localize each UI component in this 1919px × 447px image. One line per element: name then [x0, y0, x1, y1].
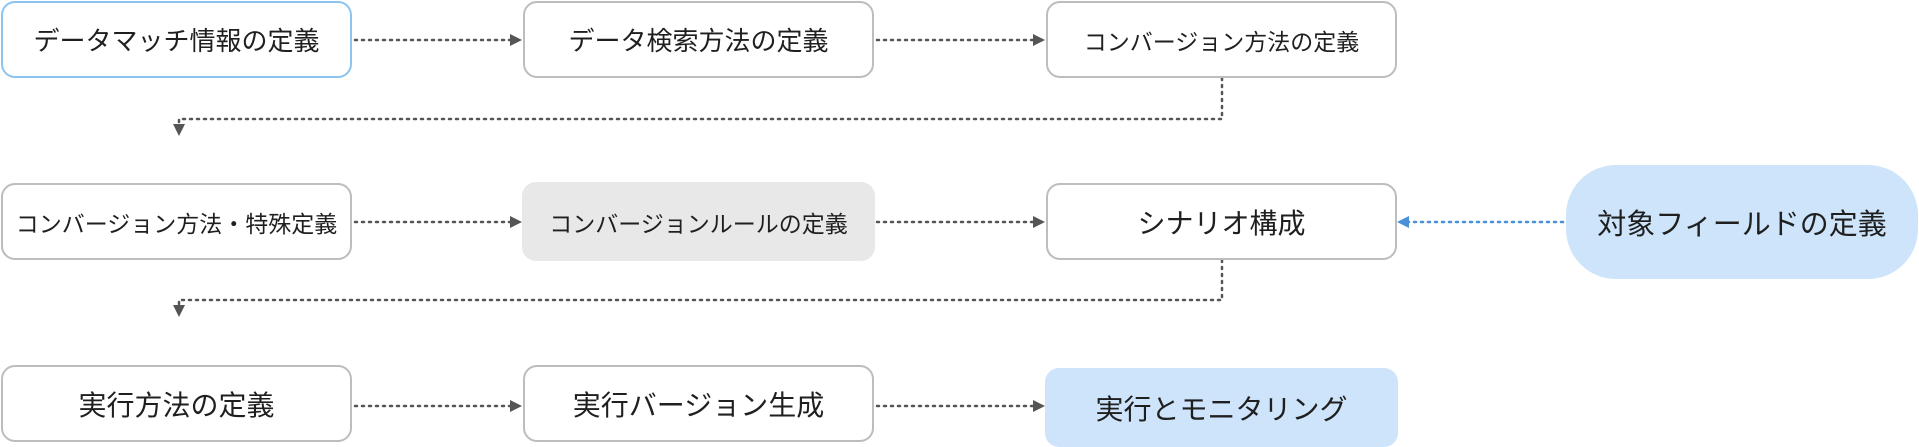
node-scenario[interactable]: シナリオ構成: [1046, 183, 1397, 260]
node-execution-monitoring-label: 実行とモニタリング: [1095, 392, 1348, 426]
node-execution-version[interactable]: 実行バージョン生成: [523, 365, 874, 442]
node-execution-method[interactable]: 実行方法の定義: [1, 365, 352, 442]
node-data-match-label: データマッチ情報の定義: [33, 27, 320, 57]
node-target-field-label: 対象フィールドの定義: [1597, 207, 1887, 241]
connector-conversion-to-special: [173, 76, 1224, 136]
node-execution-version-label: 実行バージョン生成: [572, 388, 825, 422]
node-conversion-special-label: コンバージョン方法・特殊定義: [15, 211, 338, 238]
node-conversion-method-label: コンバージョン方法の定義: [1083, 29, 1360, 56]
node-target-field[interactable]: 対象フィールドの定義: [1566, 165, 1918, 279]
node-execution-method-label: 実行方法の定義: [78, 388, 275, 422]
node-execution-monitoring[interactable]: 実行とモニタリング: [1045, 368, 1398, 447]
node-data-search-label: データ検索方法の定義: [568, 27, 829, 57]
node-conversion-method[interactable]: コンバージョン方法の定義: [1046, 1, 1397, 78]
connector-scenario-to-execution: [173, 258, 1224, 317]
node-conversion-rule-label: コンバージョンルールの定義: [549, 211, 848, 238]
node-data-search[interactable]: データ検索方法の定義: [523, 1, 874, 78]
node-conversion-special[interactable]: コンバージョン方法・特殊定義: [1, 183, 352, 260]
node-data-match[interactable]: データマッチ情報の定義: [1, 1, 352, 78]
node-conversion-rule[interactable]: コンバージョンルールの定義: [522, 182, 875, 261]
node-scenario-label: シナリオ構成: [1137, 206, 1306, 240]
